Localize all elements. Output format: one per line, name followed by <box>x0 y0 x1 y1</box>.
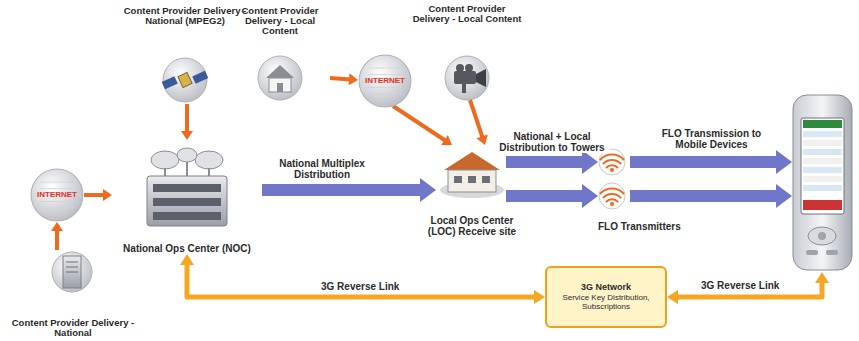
icon-node: Content Provider Delivery - National (MP… <box>118 6 252 104</box>
annotation-label: FLO Transmission to Mobile Devices <box>647 129 776 150</box>
node-body: Service Key Distribution, Subscriptions <box>551 294 661 311</box>
icon-node: Local Ops Center (LOC) Receive site <box>418 145 526 237</box>
icon-node: Content Provider Delivery - Local Conten… <box>230 6 330 102</box>
house-icon <box>258 56 302 100</box>
edge-label: National + Local Distribution to Towers <box>494 132 610 153</box>
edge-label: National Multiplex Distribution <box>260 159 384 180</box>
node-title: National Ops Center (NOC) <box>123 244 251 255</box>
flow-arrow <box>470 100 488 145</box>
flow-arrow <box>180 254 545 304</box>
node-title: FLO Transmitters <box>598 222 681 233</box>
icon-node: Content Provider Delivery - National <box>6 250 140 338</box>
camera-icon <box>445 56 489 100</box>
flow-arrow <box>330 73 358 85</box>
flo-transmission-arrows <box>630 150 792 208</box>
noc-building <box>147 148 227 226</box>
annotation-label: 3G Reverse Link <box>699 281 781 292</box>
icon-node: National Ops Center (NOC) <box>112 140 262 254</box>
mobile-device <box>793 95 852 270</box>
server-icon <box>52 252 92 292</box>
node-title: Content Provider Delivery - Local Conten… <box>230 6 330 36</box>
icon-node: Content Provider Delivery - Local Conten… <box>410 4 524 100</box>
node-title: 3G Network <box>581 283 631 292</box>
internet-circle: INTERNET <box>30 168 84 222</box>
edge-label: 3G Reverse Link <box>319 282 401 293</box>
icon-node: FLO Transmitters <box>598 148 690 232</box>
node-title: INTERNET <box>37 191 77 199</box>
internet-circle: INTERNET <box>358 54 412 108</box>
transmitter-icon <box>599 149 625 209</box>
flow-arrow <box>181 104 193 140</box>
flow-arrow <box>262 178 436 202</box>
flow-arrow <box>393 106 452 145</box>
reverse-link-arrow <box>667 272 829 304</box>
flow-arrow <box>84 189 112 201</box>
network-box: 3G NetworkService Key Distribution, Subs… <box>545 266 667 328</box>
node-title: INTERNET <box>365 77 405 85</box>
satellite-icon <box>162 58 209 102</box>
node-title: Content Provider Delivery - Local Conten… <box>410 4 524 24</box>
node-title: Local Ops Center (LOC) Receive site <box>418 216 526 237</box>
flow-arrow <box>51 222 63 250</box>
node-title: Content Provider Delivery - National (MP… <box>118 6 252 26</box>
flow-arrow <box>506 150 598 208</box>
node-title: Content Provider Delivery - National <box>6 318 140 338</box>
loc-building <box>440 152 504 198</box>
